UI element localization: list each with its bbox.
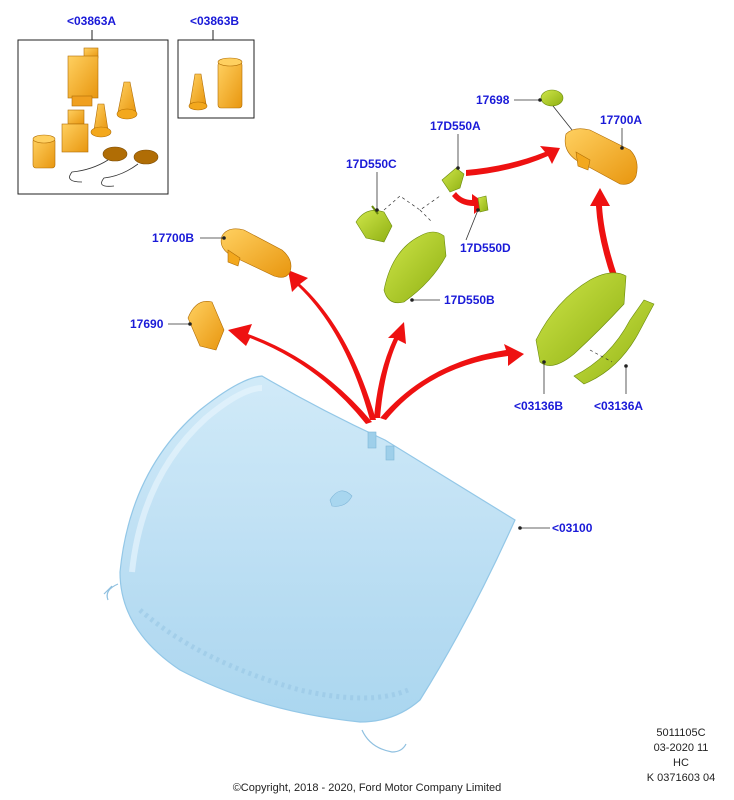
label-17d550c[interactable]: 17D550C [346, 157, 397, 171]
kit-a-parts [33, 48, 158, 186]
label-17d550a[interactable]: 17D550A [430, 119, 481, 133]
label-03136b[interactable]: <03136B [514, 399, 563, 413]
part-17d550b [384, 232, 446, 303]
meta-line-3: HC [636, 756, 726, 771]
label-17700b[interactable]: 17700B [152, 231, 194, 245]
copyright-notice: ©Copyright, 2018 - 2020, Ford Motor Comp… [0, 782, 734, 794]
drawing-reference-info: 5011105C 03-2020 11 HC K 0371603 04 [636, 726, 726, 786]
label-17d550b[interactable]: 17D550B [444, 293, 495, 307]
label-03136a[interactable]: <03136A [594, 399, 643, 413]
windshield [104, 376, 515, 752]
label-kit-a[interactable]: <03863A [67, 14, 116, 28]
meta-line-2: 03-2020 11 [636, 741, 726, 756]
part-17700a-mirror [565, 129, 637, 185]
label-03100[interactable]: <03100 [552, 521, 593, 535]
label-17690[interactable]: 17690 [130, 317, 164, 331]
label-kit-b[interactable]: <03863B [190, 14, 239, 28]
label-17700a[interactable]: 17700A [600, 113, 642, 127]
part-17698 [541, 90, 563, 106]
part-17700b-mirror [221, 229, 291, 277]
label-17698[interactable]: 17698 [476, 93, 510, 107]
part-17690 [188, 301, 224, 350]
meta-line-1: 5011105C [636, 726, 726, 741]
kit-b-parts [189, 58, 242, 110]
part-17d550c [356, 210, 392, 242]
part-17d550a [442, 168, 464, 192]
label-17d550d[interactable]: 17D550D [460, 241, 511, 255]
